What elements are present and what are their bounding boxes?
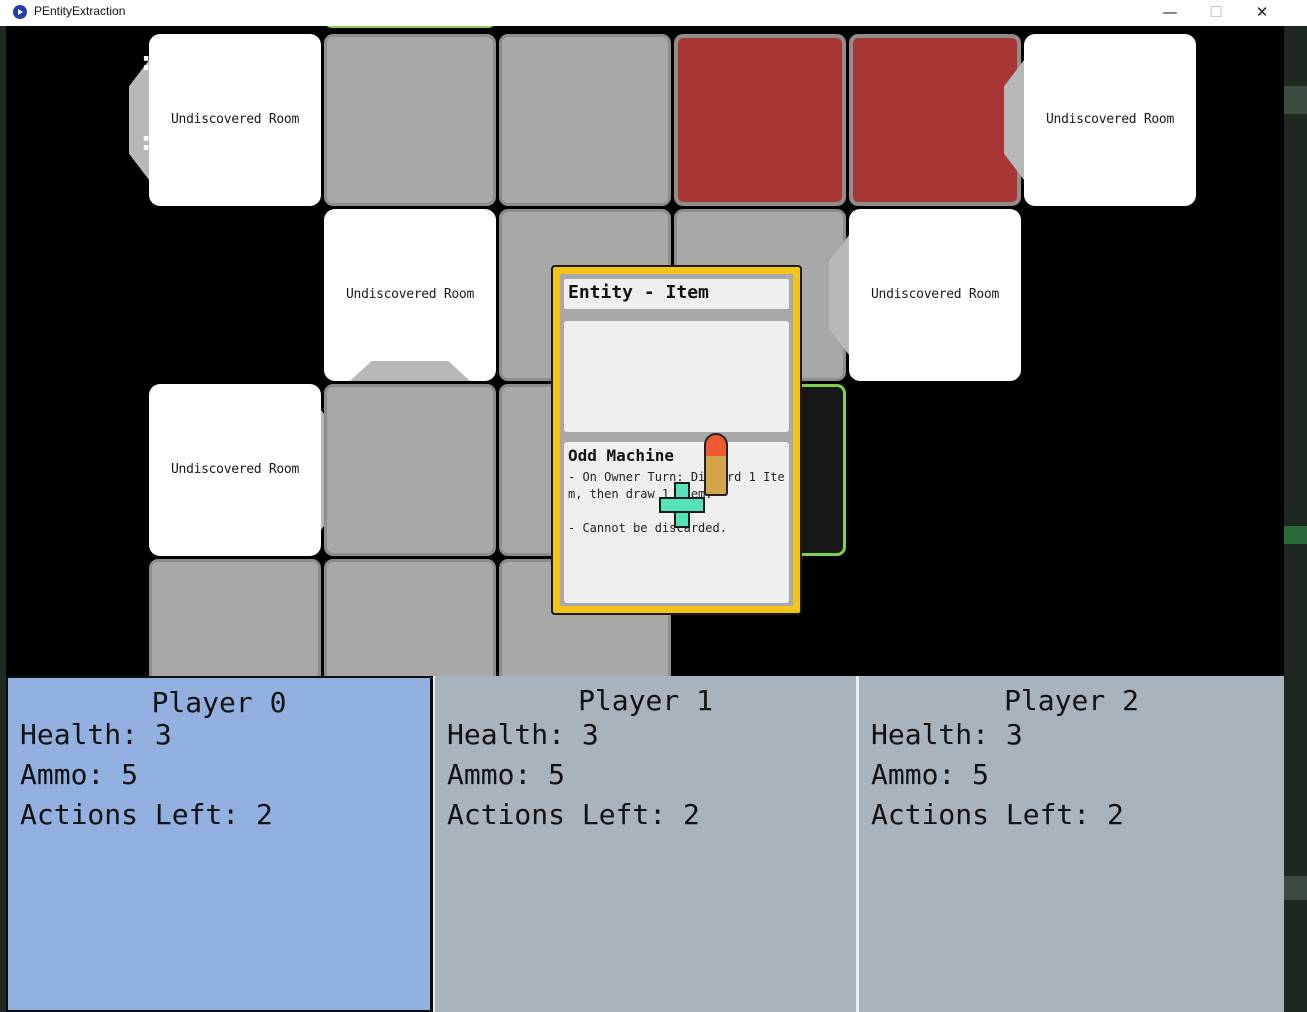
card-body: Entity - Item Odd Machine - On Owner Tur… <box>560 274 793 606</box>
explored-room-tile[interactable] <box>499 34 671 206</box>
player-health: Health: 3 <box>20 718 172 751</box>
player-actions: Actions Left: 2 <box>447 798 700 831</box>
player-name: Player 2 <box>1004 684 1139 717</box>
player-actions: Actions Left: 2 <box>871 798 1124 831</box>
player-name: Player 0 <box>151 686 287 719</box>
room-door <box>350 361 470 381</box>
room-label: Undiscovered Room <box>171 112 299 127</box>
direction-readout: : UP <box>138 126 204 157</box>
undiscovered-room-tile[interactable]: Undiscovered Room <box>324 209 496 381</box>
undiscovered-room-tile[interactable]: Undiscovered Room <box>829 209 1021 381</box>
title-bar: PEntityExtraction — ☐ ✕ <box>0 0 1307 27</box>
player-health: Health: 3 <box>871 718 1023 751</box>
player-actions: Actions Left: 2 <box>20 798 273 831</box>
player-panel[interactable]: Player 2 Health: 3 Ammo: 5 Actions Left:… <box>858 676 1284 1012</box>
player-health: Health: 3 <box>447 718 599 751</box>
close-button[interactable]: ✕ <box>1255 3 1269 21</box>
highlighted-room-edge <box>324 26 496 28</box>
player-ammo: Ammo: 5 <box>20 758 139 791</box>
card-art <box>564 321 789 432</box>
health-token-icon <box>659 482 705 528</box>
minimize-button[interactable]: — <box>1162 3 1178 21</box>
score-readout: : 0 <box>138 46 187 77</box>
room-label: Undiscovered Room <box>1046 112 1174 127</box>
room-door <box>829 235 849 355</box>
room-door <box>129 60 149 180</box>
card-name: Odd Machine <box>568 446 674 465</box>
room-label: Undiscovered Room <box>346 287 474 302</box>
explored-room-tile[interactable] <box>324 384 496 556</box>
undiscovered-room-tile[interactable]: Undiscovered Room <box>149 384 341 556</box>
room-door <box>1004 60 1024 180</box>
card-type-label: Entity - Item <box>564 279 789 309</box>
danger-room-tile[interactable] <box>674 34 846 206</box>
app-icon <box>13 5 27 19</box>
room-label: Undiscovered Room <box>871 287 999 302</box>
player-panel[interactable]: Player 1 Health: 3 Ammo: 5 Actions Left:… <box>433 676 858 1012</box>
player-ammo: Ammo: 5 <box>447 758 566 791</box>
ammo-token-icon <box>704 433 728 459</box>
ammo-token-body <box>704 456 728 496</box>
explored-room-tile[interactable] <box>324 559 496 676</box>
undiscovered-room-tile[interactable]: Undiscovered Room <box>1004 34 1196 206</box>
item-card[interactable]: Entity - Item Odd Machine - On Owner Tur… <box>551 265 802 615</box>
window-title: PEntityExtraction <box>34 4 126 18</box>
explored-room-tile[interactable] <box>324 34 496 206</box>
maximize-button[interactable]: ☐ <box>1209 3 1223 21</box>
player-ammo: Ammo: 5 <box>871 758 990 791</box>
player-panel[interactable]: Player 0 Health: 3 Ammo: 5 Actions Left:… <box>6 676 433 1012</box>
danger-room-tile[interactable] <box>849 34 1021 206</box>
undiscovered-room-tile[interactable]: Undiscovered Room <box>129 34 321 206</box>
player-name: Player 1 <box>578 684 713 717</box>
explored-room-tile[interactable] <box>149 559 321 676</box>
desktop-edge-right <box>1284 26 1307 1012</box>
desktop-edge-left <box>0 26 6 1012</box>
room-label: Undiscovered Room <box>171 462 299 477</box>
